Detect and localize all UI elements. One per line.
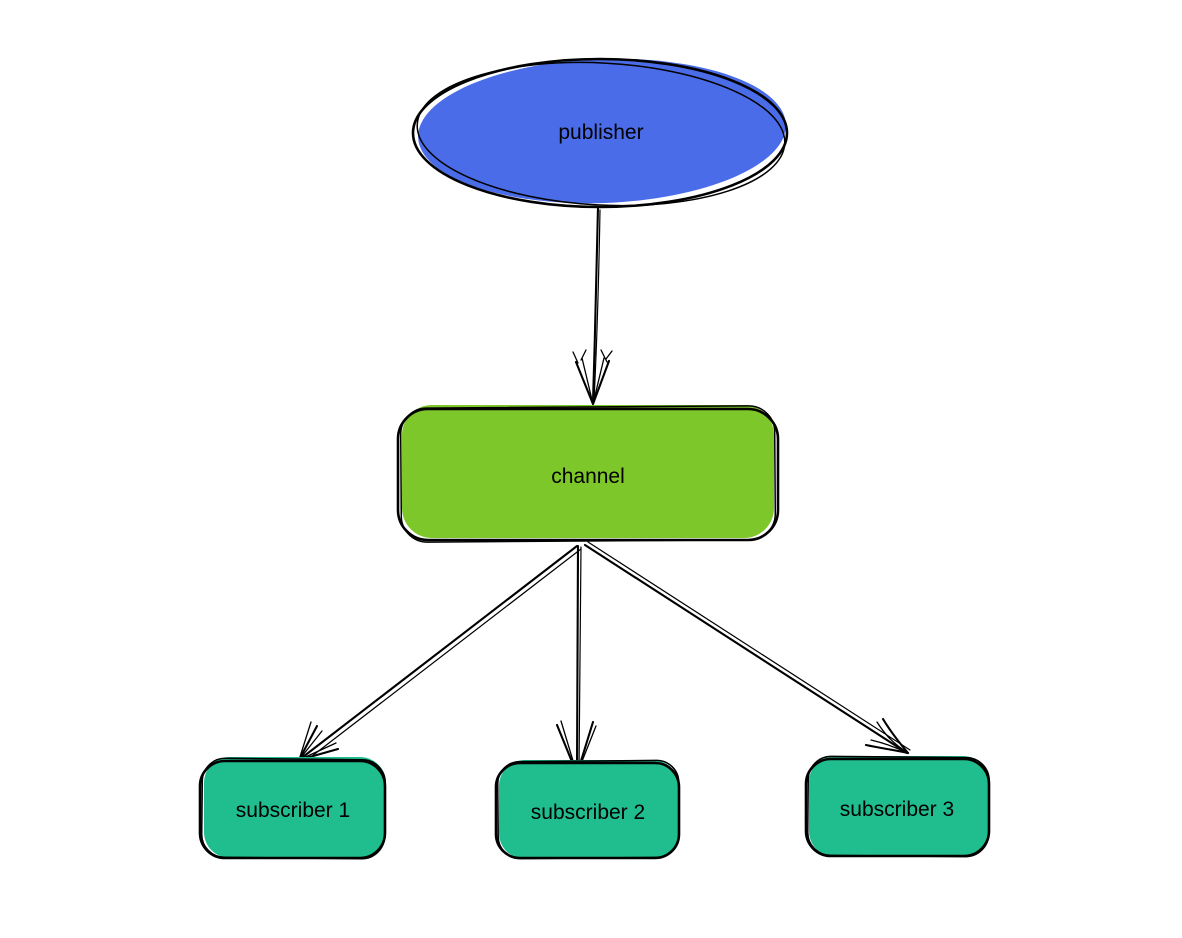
publisher-fill xyxy=(418,58,786,204)
subscriber3-fill xyxy=(809,756,989,857)
edge-channel-subscriber2 xyxy=(555,544,597,776)
subscriber1-label: subscriber 1 xyxy=(236,799,350,822)
arrowhead-into-subscriber3 xyxy=(864,717,910,755)
channel-label: channel xyxy=(551,465,625,488)
publisher-node: publisher xyxy=(411,57,789,209)
channel-node: channel xyxy=(396,405,780,543)
edge-line-sketch xyxy=(593,209,601,401)
edge-line xyxy=(575,544,580,775)
edge-channel-subscriber3 xyxy=(583,541,911,755)
edge-line-sketch xyxy=(587,541,911,751)
subscriber2-label: subscriber 2 xyxy=(531,801,645,824)
channel-outline xyxy=(396,407,780,542)
edge-line-sketch xyxy=(302,548,582,764)
subscriber1-fill xyxy=(204,757,386,858)
subscriber2-fill xyxy=(499,760,679,859)
channel-fill xyxy=(402,405,774,538)
edge-channel-subscriber1 xyxy=(297,544,582,764)
publisher-label: publisher xyxy=(558,121,643,144)
subscriber3-outline-sketch xyxy=(807,755,990,858)
arrowhead-into-channel xyxy=(572,349,613,406)
subscriber1-node: subscriber 1 xyxy=(198,757,387,860)
publisher-outline-sketch xyxy=(416,61,786,207)
edge-line-sketch xyxy=(578,546,582,772)
subscriber3-node: subscriber 3 xyxy=(804,755,991,858)
subscriber2-node: subscriber 2 xyxy=(494,759,681,860)
edge-line xyxy=(583,543,909,755)
edge-line xyxy=(591,205,600,404)
subscriber3-label: subscriber 3 xyxy=(840,798,954,821)
channel-outline-sketch xyxy=(399,405,777,543)
subscriber1-outline-sketch xyxy=(200,757,387,860)
publisher-outline xyxy=(411,57,789,209)
subscriber2-outline-sketch xyxy=(497,759,680,860)
edge-line xyxy=(297,544,579,762)
edge-publisher-channel xyxy=(572,205,613,406)
